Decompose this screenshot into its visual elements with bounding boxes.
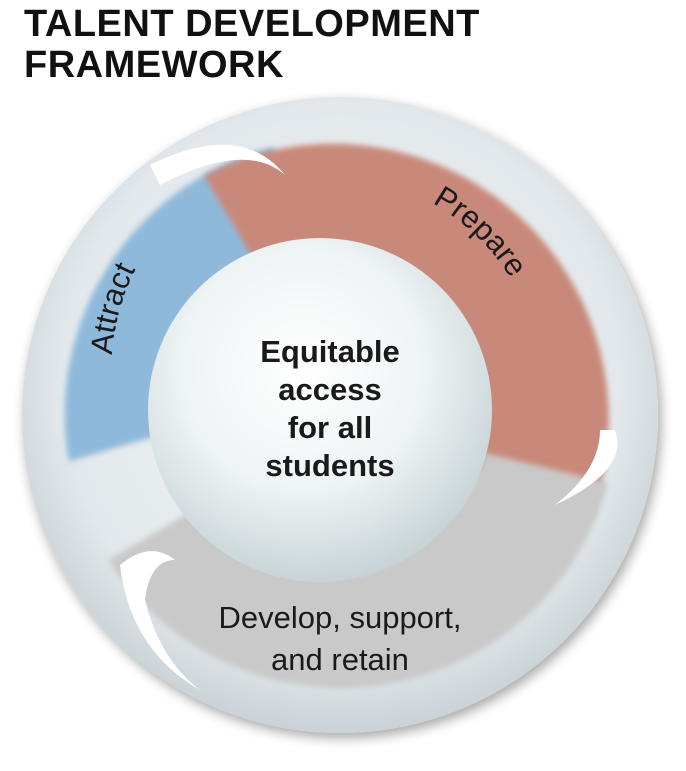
page-title: TALENT DEVELOPMENT FRAMEWORK [24,4,480,86]
center-line-2: access [278,372,382,407]
develop-line-1: Develop, support, [218,600,462,635]
title-line-2: FRAMEWORK [24,44,284,86]
title-line-1: TALENT DEVELOPMENT [24,3,480,45]
develop-line-2: and retain [271,642,409,677]
separator-bottom [120,551,200,690]
separator-right [555,430,618,505]
center-label: Equitable access for all students [200,333,460,485]
label-develop: Develop, support, and retain [170,597,510,681]
segment-prepare [204,143,609,522]
center-line-4: students [265,448,395,483]
separator-top [150,144,285,185]
center-line-1: Equitable [260,334,400,369]
center-circle [148,238,492,582]
center-line-3: for all [287,410,373,445]
